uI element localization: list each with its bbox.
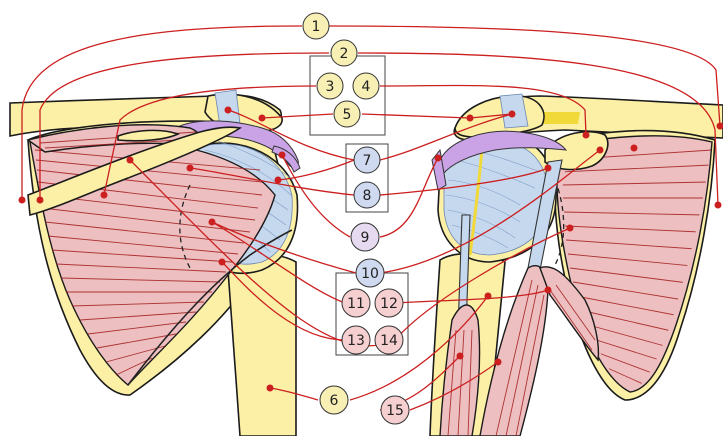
label-11: 11 — [342, 289, 370, 317]
label-1: 1 — [303, 13, 329, 39]
label-4-text: 4 — [362, 79, 371, 95]
label-4: 4 — [353, 73, 379, 99]
label-9-text: 9 — [361, 230, 370, 246]
label-3-text: 3 — [326, 79, 335, 95]
label-8-text: 8 — [363, 188, 372, 204]
label-6-text: 6 — [330, 393, 339, 409]
label-12: 12 — [375, 289, 403, 317]
left-shoulder — [10, 90, 300, 436]
label-14: 14 — [375, 326, 403, 354]
label-5: 5 — [334, 101, 360, 127]
label-15: 15 — [381, 396, 409, 424]
label-2: 2 — [331, 40, 357, 66]
label-6: 6 — [320, 386, 348, 414]
label-10: 10 — [356, 259, 384, 287]
label-1-text: 1 — [312, 19, 321, 35]
label-9: 9 — [351, 223, 379, 251]
label-7: 7 — [354, 147, 380, 173]
right-subscapularis — [557, 136, 712, 392]
label-5-text: 5 — [343, 107, 352, 123]
label-3: 3 — [317, 73, 343, 99]
label-13-text: 13 — [347, 333, 365, 349]
label-14-text: 14 — [380, 333, 398, 349]
label-bubbles: 1 2 3 4 5 6 7 8 — [303, 13, 409, 424]
left-humerus — [228, 255, 296, 436]
label-15-text: 15 — [386, 403, 404, 419]
label-11-text: 11 — [347, 296, 365, 312]
label-7-text: 7 — [363, 153, 372, 169]
label-12-text: 12 — [380, 296, 398, 312]
label-10-text: 10 — [361, 266, 379, 282]
label-8: 8 — [354, 182, 380, 208]
label-2-text: 2 — [340, 46, 349, 62]
right-shoulder — [430, 94, 723, 436]
label-13: 13 — [342, 326, 370, 354]
